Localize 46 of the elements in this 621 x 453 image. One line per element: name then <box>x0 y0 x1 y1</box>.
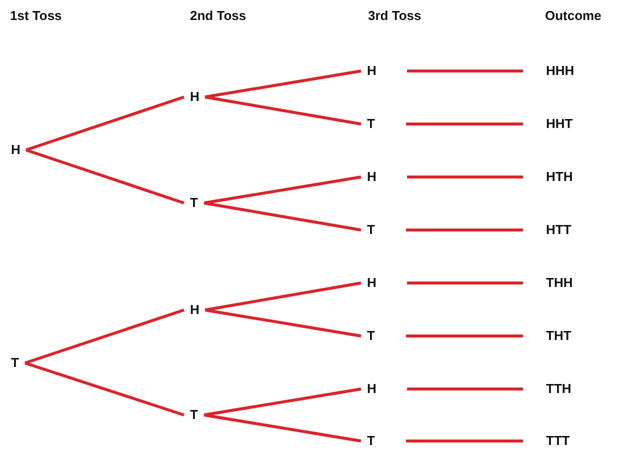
outcome-label: HTT <box>545 222 572 238</box>
toss-result: H <box>366 275 378 291</box>
outcome-label: TTT <box>545 433 571 449</box>
branch-line <box>204 96 362 126</box>
branch-line <box>204 202 362 232</box>
branch-line <box>204 282 362 312</box>
outcome-label: HHT <box>545 116 574 132</box>
branch-line <box>407 70 523 72</box>
outcome-label: THH <box>545 275 574 291</box>
branch-line <box>406 440 523 442</box>
column-heading: Outcome <box>545 8 602 23</box>
toss-result: H <box>189 89 200 105</box>
branch-line <box>204 388 362 416</box>
toss-result: H <box>366 169 378 185</box>
column-heading: 1st Toss <box>10 8 62 23</box>
toss-result: T <box>366 328 376 344</box>
branch-line <box>24 362 184 416</box>
branch-line <box>204 414 362 442</box>
toss-result: T <box>366 433 376 449</box>
branch-line <box>406 334 523 338</box>
toss-result: H <box>10 142 22 158</box>
toss-result: T <box>189 407 199 423</box>
toss-result: T <box>189 195 199 211</box>
branch-line <box>406 228 523 232</box>
toss-result: T <box>366 222 376 238</box>
outcome-label: TTH <box>545 381 572 397</box>
branch-line <box>406 122 523 126</box>
branch-line <box>26 96 184 152</box>
outcome-label: THT <box>545 328 572 344</box>
branch-line <box>204 308 362 338</box>
branch-line <box>407 388 523 390</box>
toss-result: H <box>366 63 378 79</box>
column-heading: 2nd Toss <box>190 8 246 23</box>
branch-line <box>204 70 362 98</box>
branch-line <box>407 282 523 284</box>
branch-line <box>24 308 184 364</box>
toss-result: T <box>10 355 20 371</box>
column-heading: 3rd Toss <box>368 8 422 23</box>
branch-line <box>26 148 184 204</box>
toss-result: H <box>366 381 378 397</box>
toss-result: H <box>189 302 200 318</box>
branch-line <box>204 176 362 204</box>
outcome-label: HTH <box>545 169 574 185</box>
branch-line <box>407 176 523 178</box>
outcome-label: HHH <box>545 63 576 79</box>
toss-result: T <box>366 116 376 132</box>
